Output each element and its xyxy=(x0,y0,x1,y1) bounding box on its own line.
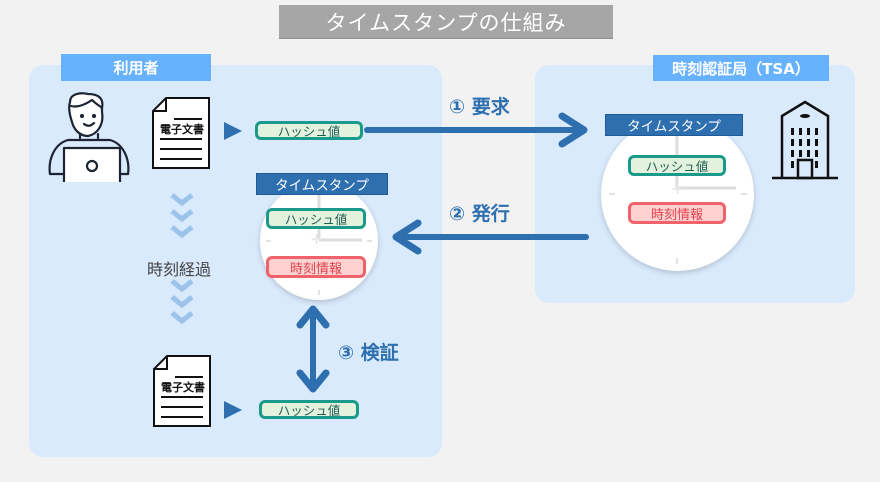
document-label: 電子文書 xyxy=(160,123,204,136)
step-3-verify-label: ③ 検証 xyxy=(338,342,399,364)
tsa-hash-value-pill: ハッシュ値 xyxy=(628,155,726,176)
stamp-hash-value-pill: ハッシュ値 xyxy=(266,208,366,229)
triangle-right-icon xyxy=(224,122,242,140)
time-elapsed-label: 時刻経過 xyxy=(147,260,212,279)
diagram-title: タイムスタンプの仕組み xyxy=(279,5,613,38)
tsa-timestamp-label: タイムスタンプ xyxy=(605,114,743,136)
later-hash-value-pill: ハッシュ値 xyxy=(259,400,359,419)
plus-icon: + xyxy=(310,229,324,248)
stamp-time-info-pill: 時刻情報 xyxy=(266,256,366,278)
tsa-time-info-pill: 時刻情報 xyxy=(628,202,726,224)
hash-value-pill: ハッシュ値 xyxy=(255,121,363,140)
electronic-document-icon xyxy=(153,355,211,427)
electronic-document-icon xyxy=(152,97,210,169)
triangle-right-icon xyxy=(224,401,242,419)
chevrons-down-icon xyxy=(170,279,194,325)
user-laptop-icon xyxy=(48,92,130,182)
request-arrow xyxy=(364,112,588,148)
user-timestamp-label: タイムスタンプ xyxy=(256,173,388,195)
step-2-issue-label: ② 発行 xyxy=(449,203,510,225)
chevrons-down-icon xyxy=(170,193,194,239)
tsa-section-label: 時刻認証局（TSA） xyxy=(653,55,829,81)
verify-double-arrow xyxy=(296,305,330,393)
user-section-label: 利用者 xyxy=(61,54,211,81)
plus-icon: + xyxy=(671,179,685,198)
step-1-request-label: ① 要求 xyxy=(449,96,510,118)
issue-arrow xyxy=(392,219,589,255)
document-label: 電子文書 xyxy=(161,381,205,394)
building-icon xyxy=(772,100,838,180)
